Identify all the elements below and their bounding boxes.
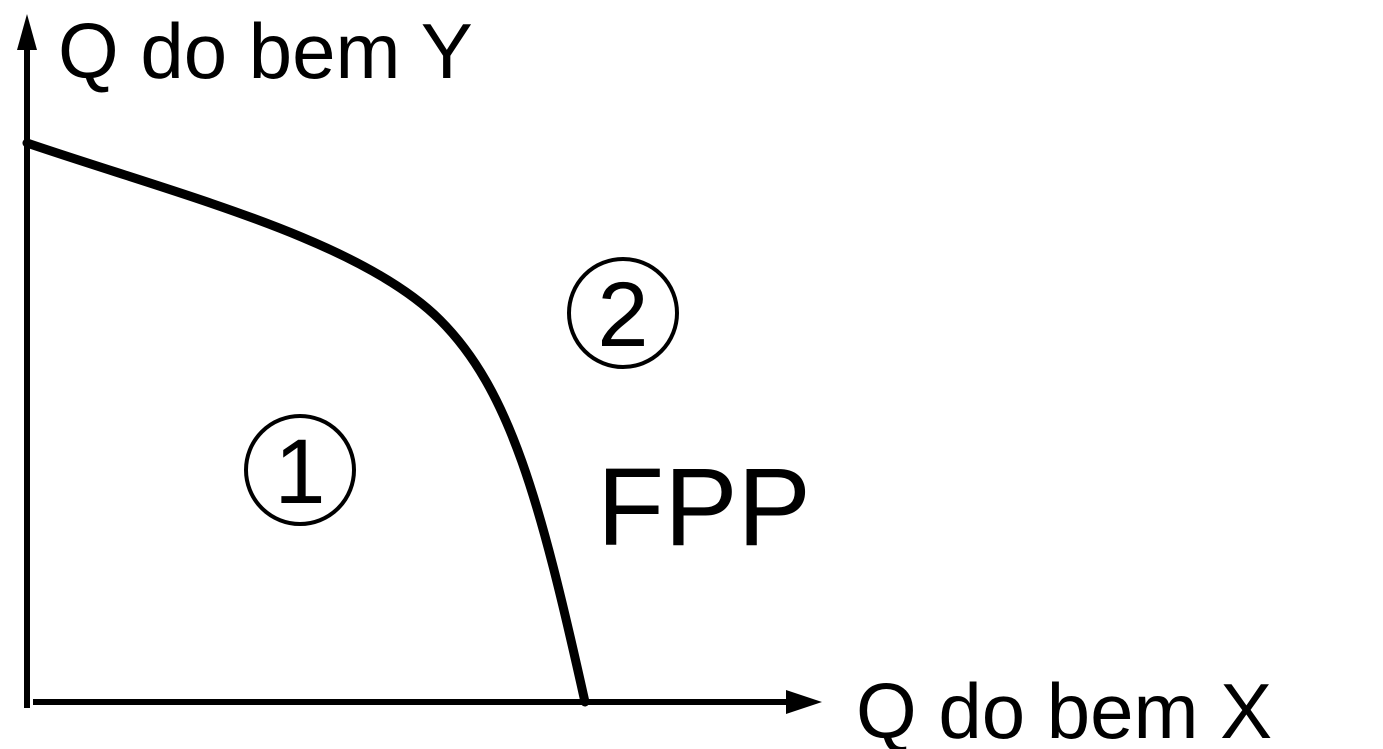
x-axis-arrowhead xyxy=(786,690,822,714)
y-axis-arrowhead xyxy=(17,14,37,50)
y-axis-label: Q do bem Y xyxy=(58,7,473,95)
ppf-label: FPP xyxy=(597,446,811,569)
ppf-curve xyxy=(22,138,590,707)
region-2-marker: 2 xyxy=(567,257,679,369)
region-1-marker: 1 xyxy=(244,414,356,526)
region-2-number: 2 xyxy=(597,264,648,366)
region-1-number: 1 xyxy=(274,421,325,523)
x-axis-label: Q do bem X xyxy=(856,667,1272,749)
